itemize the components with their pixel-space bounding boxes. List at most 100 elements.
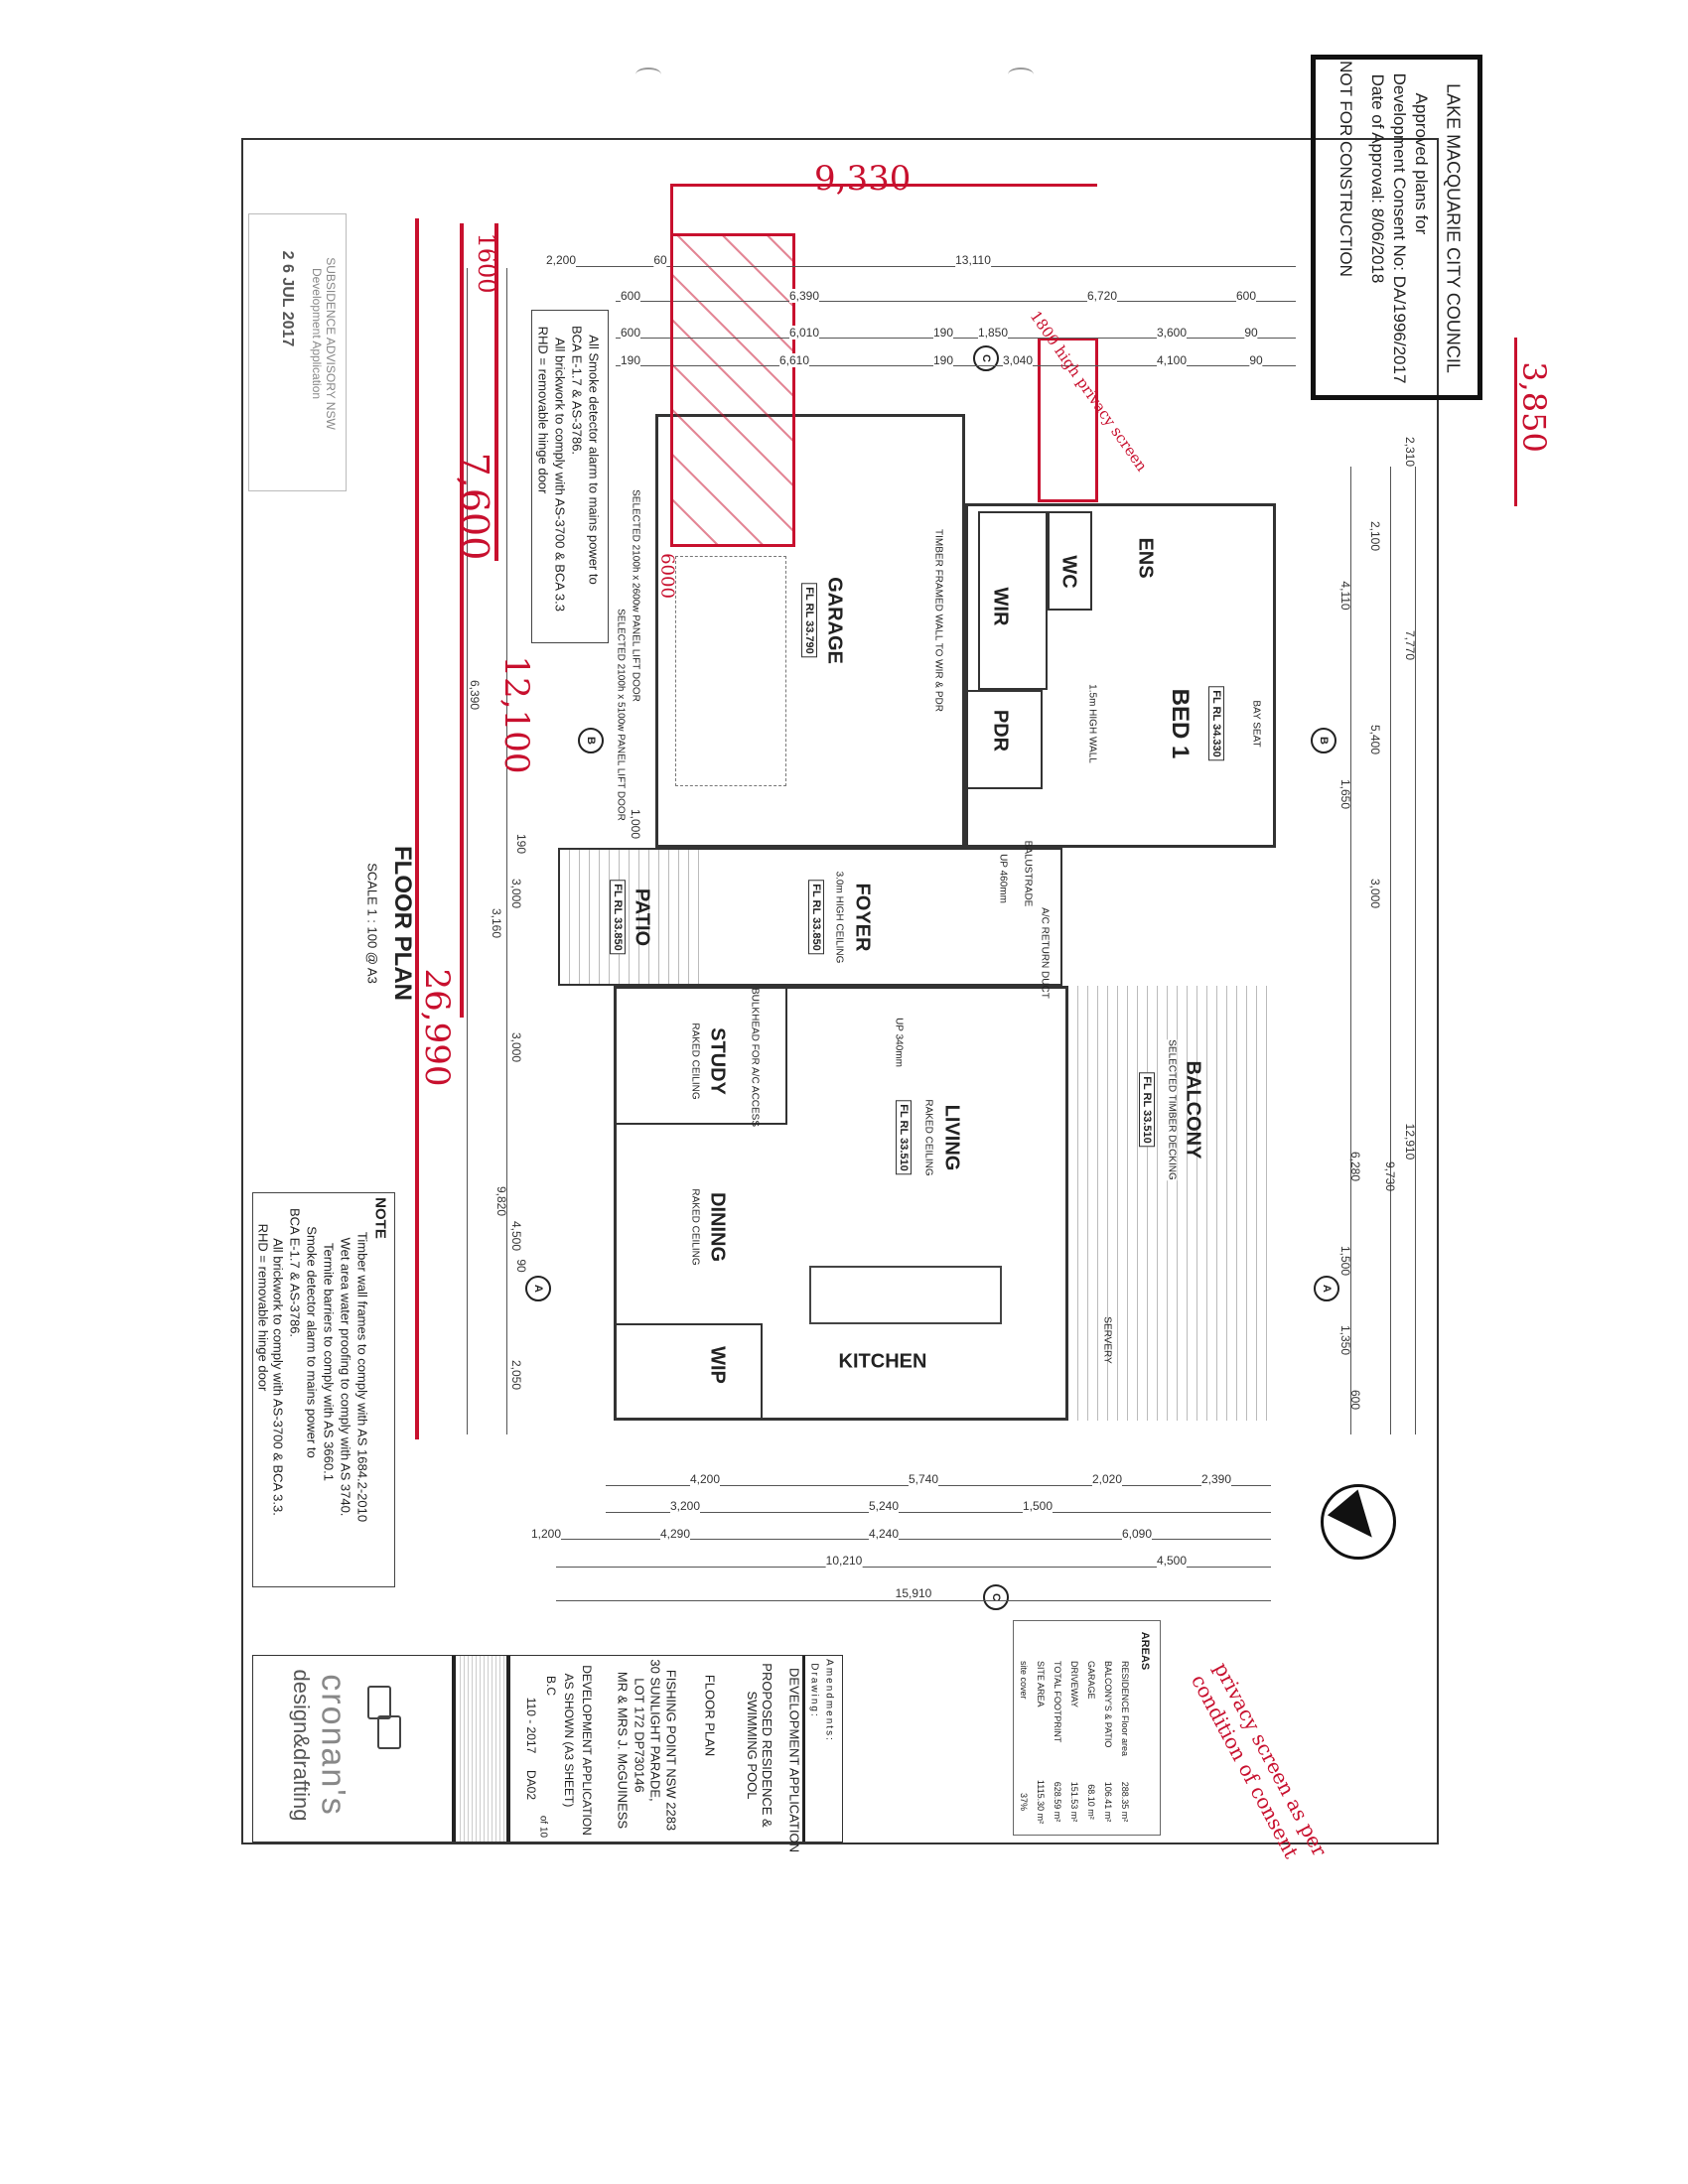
dimension-label: 3,600 [1156, 326, 1188, 340]
dimension-label: 600 [1235, 289, 1257, 303]
room-label-wir: WIR [989, 587, 1012, 626]
company-subtitle: design&drafting [289, 1669, 314, 1822]
floor-level: FL RL 33.510 [896, 1100, 912, 1175]
note-item: Termite barriers to comply with AS 3660.… [321, 1243, 337, 1481]
smoke-note-line: RHD = removable hinge door [535, 326, 551, 494]
dimension-label: 2,200 [545, 253, 577, 267]
dimension-label: 190 [932, 353, 954, 367]
stair-note: UP 460mm [997, 854, 1009, 903]
wir-walls [978, 511, 1048, 690]
servery-label: SERVERY [1101, 1316, 1113, 1364]
room-label-balcony: BALCONY [1182, 1060, 1204, 1160]
red-dimension-left: 7,600 [453, 452, 496, 561]
dimension-line [606, 1512, 1271, 1513]
area-label: RESIDENCE Floor area [1120, 1661, 1130, 1757]
punch-hole [635, 68, 661, 81]
area-value: 628.59 m² [1053, 1781, 1062, 1823]
punch-hole [1008, 68, 1034, 81]
dimension-label: 3,000 [509, 878, 523, 909]
bulkhead-note: BULKHEAD FOR A/C ACCESS [749, 987, 761, 1128]
privacy-screen-zone [670, 233, 795, 547]
dimension-label: 10,210 [825, 1554, 863, 1568]
area-value: 1115.30 m² [1036, 1779, 1046, 1825]
dimension-line [1350, 467, 1351, 1434]
area-label: SITE AREA [1036, 1661, 1046, 1707]
fine-print [457, 1656, 510, 1842]
red-dimension-left: 26,990 [417, 968, 457, 1087]
dimension-label: 2,050 [509, 1359, 523, 1391]
room-label-bed1: BED 1 [1167, 688, 1194, 759]
smoke-note-box: All Smoke detector alarm to mains power … [531, 310, 609, 643]
not-for-construction: NOT FOR CONSTRUCTION [1336, 61, 1355, 277]
council-approval-stamp: LAKE MACQUARIE CITY COUNCIL Approved pla… [1311, 55, 1482, 400]
dimension-label: 1,350 [1338, 1324, 1352, 1356]
note-item: Smoke detector alarm to mains power to [304, 1226, 320, 1458]
dimension-label: 3,000 [1368, 878, 1382, 909]
sheet-title: FLOOR PLAN [702, 1674, 718, 1757]
room-label-foyer: FOYER [851, 883, 874, 952]
dimension-line [616, 301, 1296, 302]
dimension-label: 6,390 [468, 679, 482, 711]
amendments-label: Amendments: [823, 1659, 835, 1742]
living-walls [614, 986, 1068, 1421]
dimension-label: 9,730 [1383, 1160, 1397, 1192]
dimension-line [1390, 467, 1391, 1434]
room-label-study: STUDY [706, 1027, 729, 1095]
dimension-label: 3,000 [509, 1031, 523, 1063]
dimension-label: 13,110 [955, 253, 991, 267]
subsidence-subtitle: Development Application [310, 267, 324, 400]
sheet-border [241, 138, 1439, 1844]
red-dimension-line [1514, 338, 1517, 506]
dimension-label: 190 [620, 353, 641, 367]
wall-note: TIMBER FRAMED WALL TO WIR & PDR [932, 529, 944, 712]
note-item: BCA E-1.7 & AS-3786. [287, 1207, 303, 1338]
dimension-label: 9,820 [494, 1185, 508, 1217]
area-label: DRIVEWAY [1069, 1661, 1079, 1708]
ceiling-note: RAKED CEILING [922, 1099, 934, 1176]
dimension-label: 4,290 [659, 1527, 691, 1541]
logo-mark-icon [377, 1715, 401, 1749]
red-garage-note: 6000 [656, 553, 678, 599]
dimension-label: 4,110 [1338, 581, 1352, 611]
council-name: LAKE MACQUARIE CITY COUNCIL [1443, 83, 1464, 373]
drawing-label: Drawing: [808, 1663, 820, 1718]
dimension-line [616, 338, 1296, 339]
floor-plan-scale: SCALE 1 : 100 @ A3 [364, 863, 380, 984]
wall-note: 1.5m HIGH WALL [1086, 684, 1098, 763]
divider [802, 1656, 805, 1842]
room-label-kitchen: KITCHEN [838, 1350, 927, 1373]
floor-level: FL RL 33.850 [808, 880, 824, 955]
room-label-patio: PATIO [631, 887, 653, 947]
dimension-label: 3,160 [490, 907, 503, 939]
grid-marker-c: C [973, 345, 999, 371]
grid-marker-a: A [525, 1276, 551, 1301]
dimension-label: 5,240 [868, 1499, 900, 1513]
logo-mark-icon [367, 1686, 391, 1719]
dimension-label: 6,280 [1348, 1151, 1362, 1182]
privacy-screen-zone [1038, 338, 1098, 502]
room-label-wc: WC [1057, 555, 1080, 589]
red-dimension-line [494, 223, 498, 561]
area-label: TOTAL FOOTPRINT [1053, 1661, 1062, 1743]
dimension-label: 3,200 [669, 1499, 701, 1513]
dimension-label: 5,400 [1368, 724, 1382, 755]
dimension-label: 1,000 [629, 808, 642, 840]
floor-plan-title: FLOOR PLAN [389, 846, 416, 1001]
dimension-label: 1,850 [977, 326, 1009, 340]
dimension-label: 6,610 [778, 353, 810, 367]
garage-door-note: SELECTED 2100h x 2600w PANEL LIFT DOOR [630, 489, 641, 702]
smoke-note-line: All Smoke detector alarm to mains power … [586, 335, 602, 585]
dimension-label: 7,770 [1403, 629, 1417, 661]
dimension-label: 6,390 [788, 289, 820, 303]
dimension-label: 4,500 [509, 1220, 523, 1252]
note-item: RHD = removable hinge door [255, 1223, 271, 1392]
dimension-label: 6,090 [1121, 1527, 1153, 1541]
area-value: 151.53 m² [1069, 1781, 1079, 1823]
revision: of 10 [537, 1815, 549, 1839]
project-type: DEVELOPMENT APPLICATION [786, 1668, 802, 1852]
notes-heading: NOTE [371, 1197, 389, 1239]
sheet-number: DA02 [524, 1769, 538, 1801]
notes-box: NOTE Timber wall frames to comply with A… [252, 1192, 395, 1587]
grid-marker-b: B [578, 728, 604, 753]
